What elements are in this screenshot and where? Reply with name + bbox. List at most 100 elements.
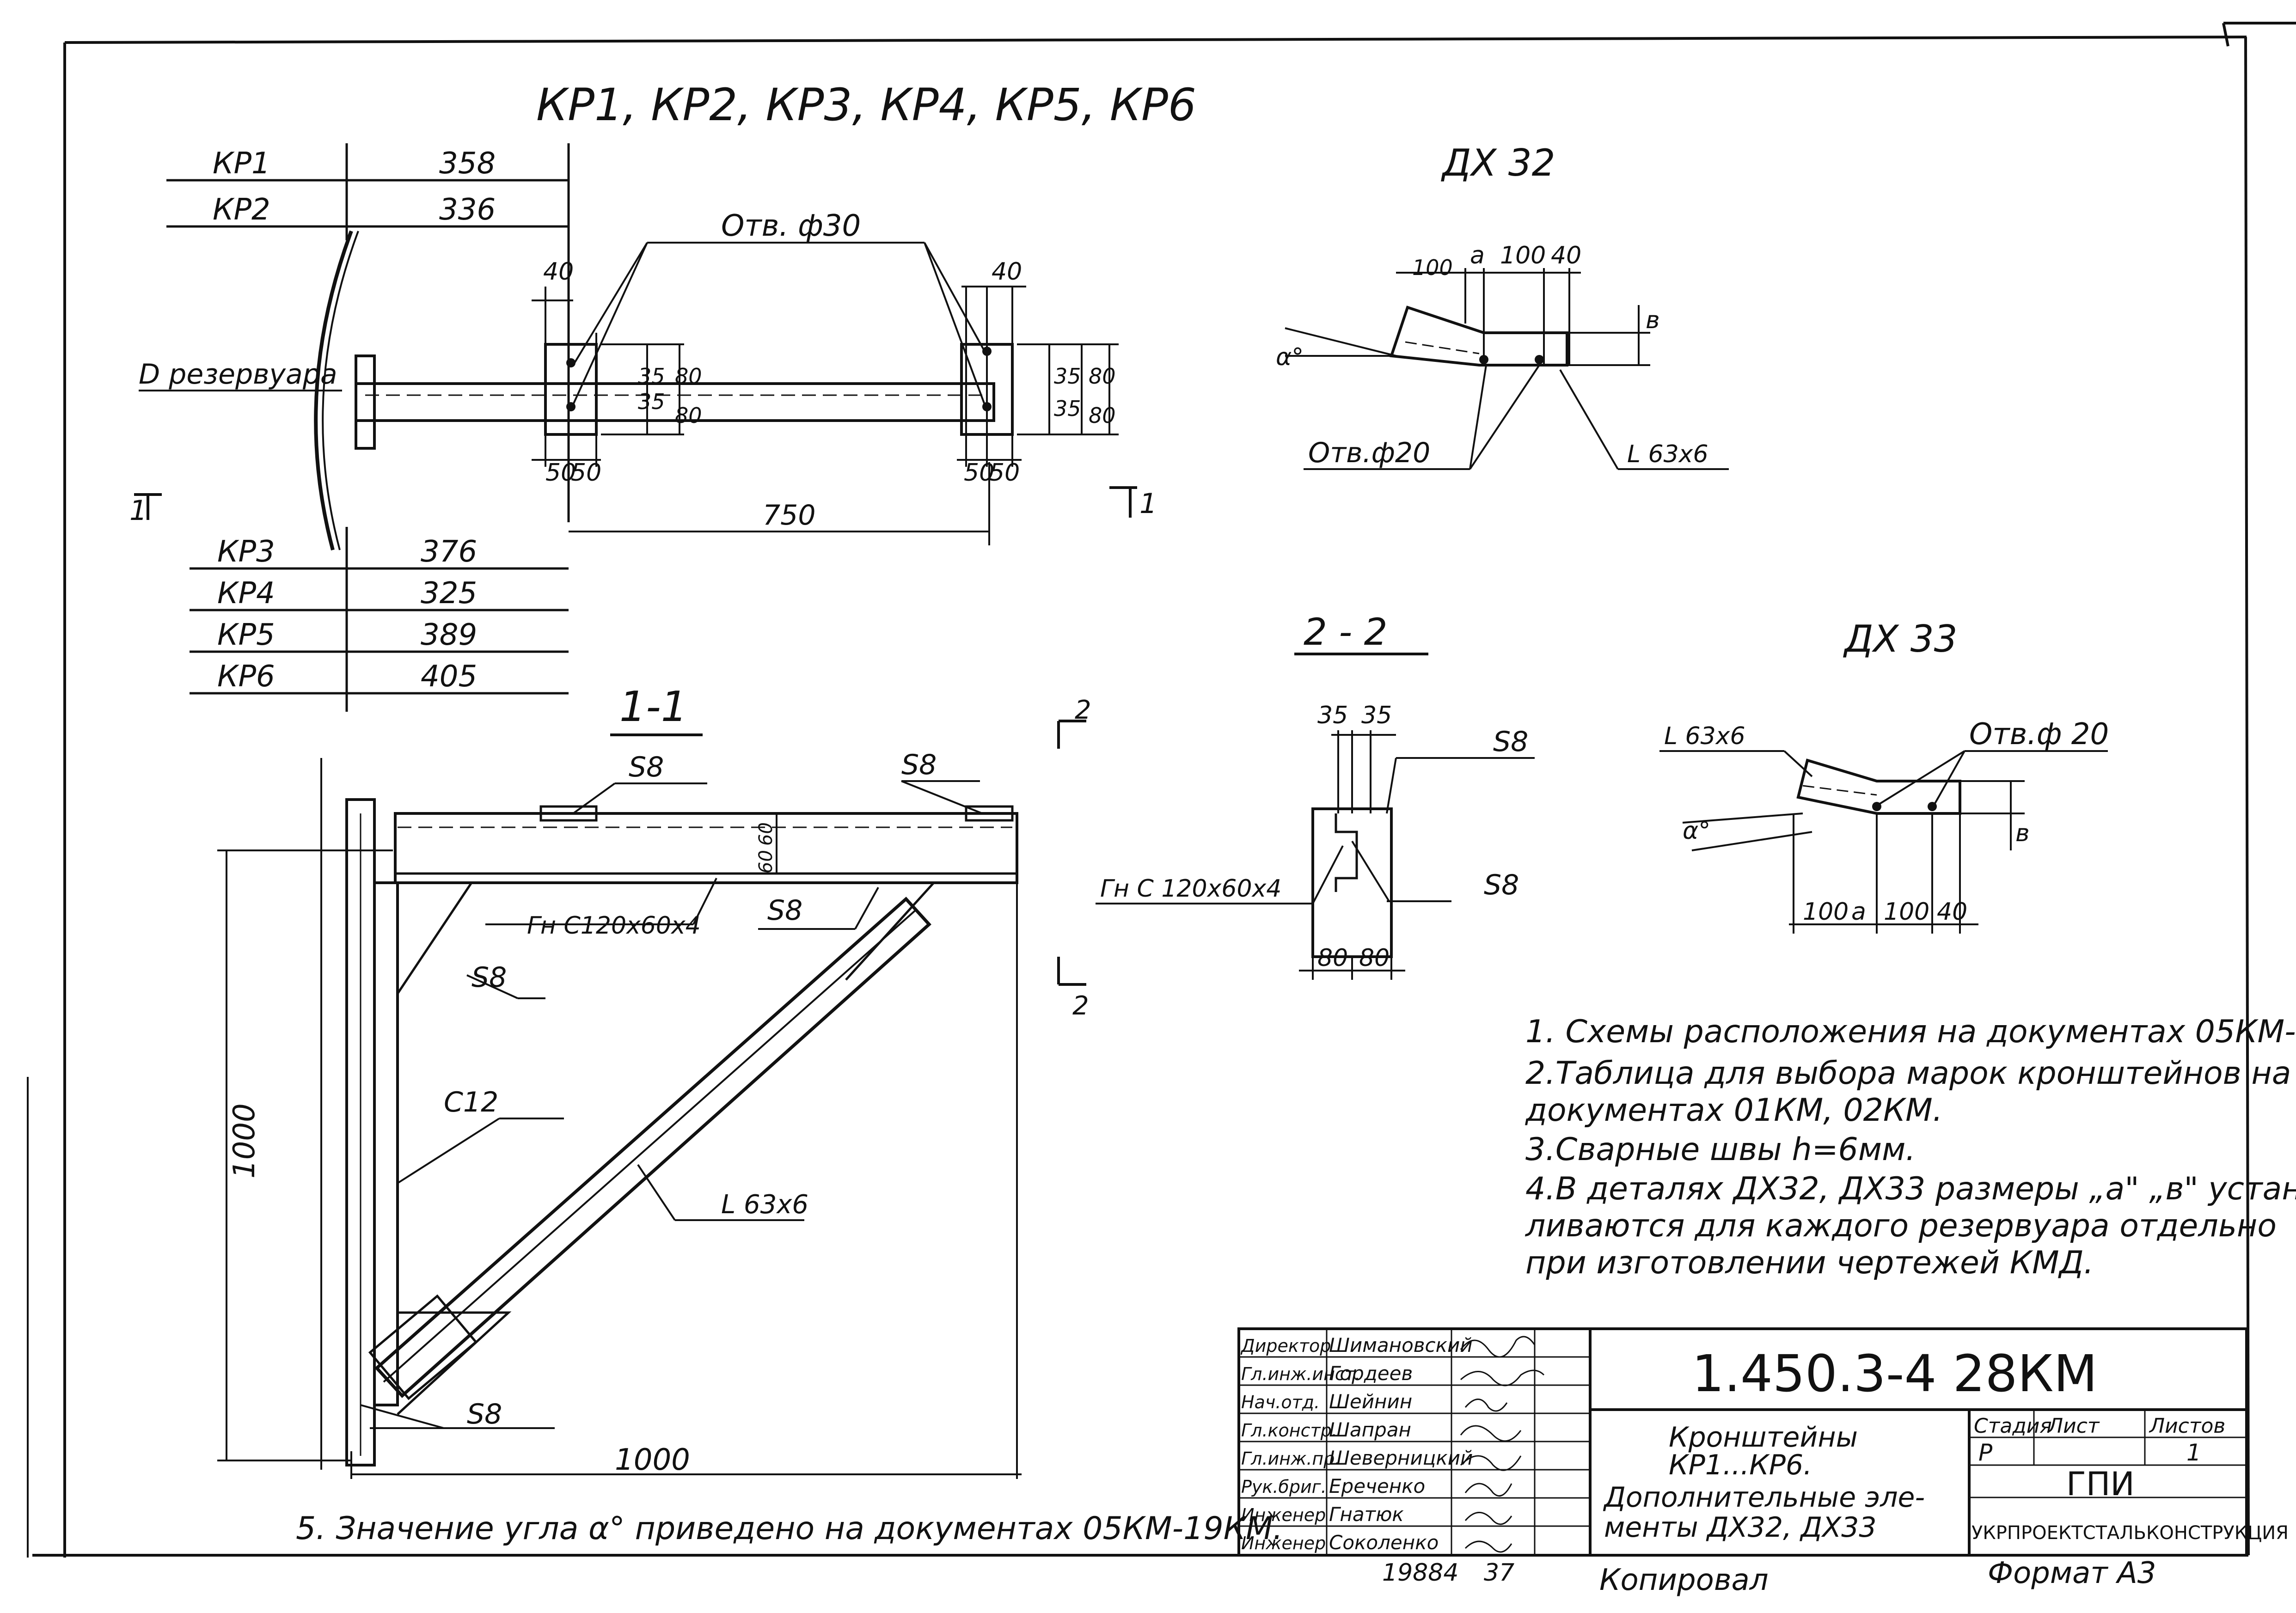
tb-role-2: Гл.инж.инст. [1241,1364,1360,1384]
kp1-mark: КР1 [213,147,270,181]
section11-s8-c: S8 [767,894,802,927]
footer-inv: 19884 [1382,1559,1458,1587]
dx32-dim-a: а [1470,242,1485,269]
dx32-angle: α° [1276,343,1304,371]
kp3-mark: КР3 [217,535,275,569]
kp2-value: 336 [439,193,496,227]
section11-dim-1000-h: 1000 [615,1443,690,1477]
tb-name-7: Гнатюк [1329,1503,1404,1526]
tb-name-4: Шапран [1329,1418,1411,1441]
plan-dim-80-top: 80 [675,364,702,389]
title-block: Директор Гл.инж.инст. Нач.отд. Гл.констр… [1237,1327,2289,1557]
dx33-angle-label: L 63х6 [1664,722,1745,750]
kp-header: КР1, КР2, КР3, КР4, КР5, КР6 [536,79,1196,131]
note-4b: ливаются для каждого резервуара отдельно [1525,1208,2277,1244]
section22-title: 2 - 2 [1304,611,1388,654]
section11-dim-60b: 60 [755,822,777,846]
section11-brace: L 63х6 [721,1190,808,1220]
tb-title-2: КР1...КР6. [1669,1449,1812,1481]
plan-hole-label: Отв. ф30 [721,209,861,243]
section11-mark2-top: 2 [1075,695,1091,725]
signatures [1460,1336,1545,1553]
dx32-dim-100: 100 [1500,242,1546,269]
dx33-dim-100a: 100 [1803,898,1849,926]
tb-stage: Р [1978,1439,1993,1466]
plan-dim-80-bot: 80 [675,403,702,428]
detail-dx32: ДХ 32 100 а 100 40 в α° Отв.ф20 L 63х6 [1276,141,1729,470]
plan-dim-50b-left: 50 [571,459,601,487]
section22-dim-80b: 80 [1359,944,1390,972]
tank-diameter-label: D резервуара [139,358,337,391]
kp-table-bottom: КР3 376 КР4 325 КР5 389 КР6 405 [190,527,569,712]
kp4-value: 325 [421,576,477,611]
tb-title-1: Кронштейны [1669,1421,1858,1454]
tb-sheets: 1 [2186,1439,2201,1466]
section11-channel-label: Гн С120х60х4 [527,912,701,940]
tb-sheet-header: Лист [2047,1414,2100,1438]
note-2: 2.Таблица для выбора марок кронштейнов н… [1525,1055,2291,1092]
dx33-title: ДХ 33 [1843,617,1958,660]
plan-dim-35-top: 35 [638,364,665,389]
tb-role-5: Гл.инж.пр. [1241,1448,1340,1469]
section-mark-1-left: 1 [129,495,147,527]
section-2-2: 2 - 2 35 35 S8 S8 Гн С 120х60х4 80 80 [1096,611,1535,980]
tb-stage-header: Стадия [1974,1414,2052,1438]
dx33-dim-a: а [1851,898,1866,926]
note-3: 3.Сварные швы h=6мм. [1525,1131,1916,1168]
tb-name-3: Шейнин [1329,1390,1412,1413]
note-5: 5. Значение угла α° приведено на докумен… [296,1510,1283,1547]
tb-doc-code: 1.450.3-4 28КМ [1692,1344,2097,1403]
dx33-angle: α° [1683,817,1710,845]
tb-title-4: менты ДХ32, ДХ33 [1604,1511,1877,1544]
tb-sheets-header: Листов [2149,1414,2225,1438]
section22-s8-bottom: S8 [1484,869,1519,901]
kp2-mark: КР2 [213,193,270,227]
kp6-value: 405 [421,660,477,694]
tb-name-6: Ереченко [1329,1475,1425,1497]
plan-dim-50-left: 50 [545,459,576,487]
dx32-dim-100a: 100 [1412,255,1453,280]
section11-s8-d: S8 [471,961,507,994]
notes: 1. Схемы расположения на документах 05КМ… [1525,1014,2296,1281]
section11-s8-a: S8 [629,751,664,783]
tb-name-8: Соколенко [1329,1531,1439,1554]
tb-name-1: Шимановский [1329,1334,1473,1356]
dx33-dim-b: в [2015,819,2030,847]
footer-copied: Копировал [1599,1563,1769,1597]
tb-name-2: Гордеев [1329,1362,1413,1385]
note-4: 4.В деталях ДХ32, ДХ33 размеры „а" „в" у… [1525,1171,2296,1207]
section-mark-1-right: 1 [1139,488,1157,520]
section11-s8-b: S8 [901,749,937,781]
section11-dim-60: 60 [755,850,777,874]
section-1-1: 1-1 [217,683,1091,1479]
plan-view: D резервуара Отв. ф30 [129,209,1157,551]
section22-dim-35b: 35 [1361,702,1392,729]
tb-role-8: Инженер [1241,1533,1326,1553]
dx33-hole-label: Отв.ф 20 [1969,717,2109,752]
tb-role-7: Инженер [1241,1505,1326,1525]
plan-dim-40-right: 40 [992,258,1022,286]
section22-channel-label: Гн С 120х60х4 [1100,875,1281,903]
footer-format: Формат А3 [1988,1556,2156,1590]
tb-role-3: Нач.отд. [1241,1392,1320,1412]
dx32-dim-40: 40 [1551,242,1581,269]
dx33-dim-40: 40 [1937,898,1967,926]
section22-dim-35a: 35 [1317,702,1348,729]
kp6-mark: КР6 [217,660,275,694]
section11-dim-1000-v: 1000 [227,1103,262,1179]
kp5-mark: КР5 [217,618,275,652]
kp5-value: 389 [421,618,477,652]
tb-org-short: ГПИ [2066,1465,2135,1503]
kp4-mark: КР4 [217,576,275,611]
section11-s8-e: S8 [467,1398,502,1430]
detail-dx33: ДХ 33 L 63х6 Отв.ф 20 α° в 100 а 100 [1659,617,2109,934]
tb-title-3: Дополнительные эле- [1603,1481,1925,1514]
plan-dim-50-right: 50 [964,459,994,487]
tb-role-6: Рук.бриг. [1241,1477,1327,1497]
plan-dim-80r-bot: 80 [1089,403,1116,428]
section22-dim-80a: 80 [1317,944,1348,972]
plan-dim-35-bot: 35 [638,389,665,414]
section22-s8-top: S8 [1493,726,1528,758]
plan-dim-50b-right: 50 [989,459,1020,487]
